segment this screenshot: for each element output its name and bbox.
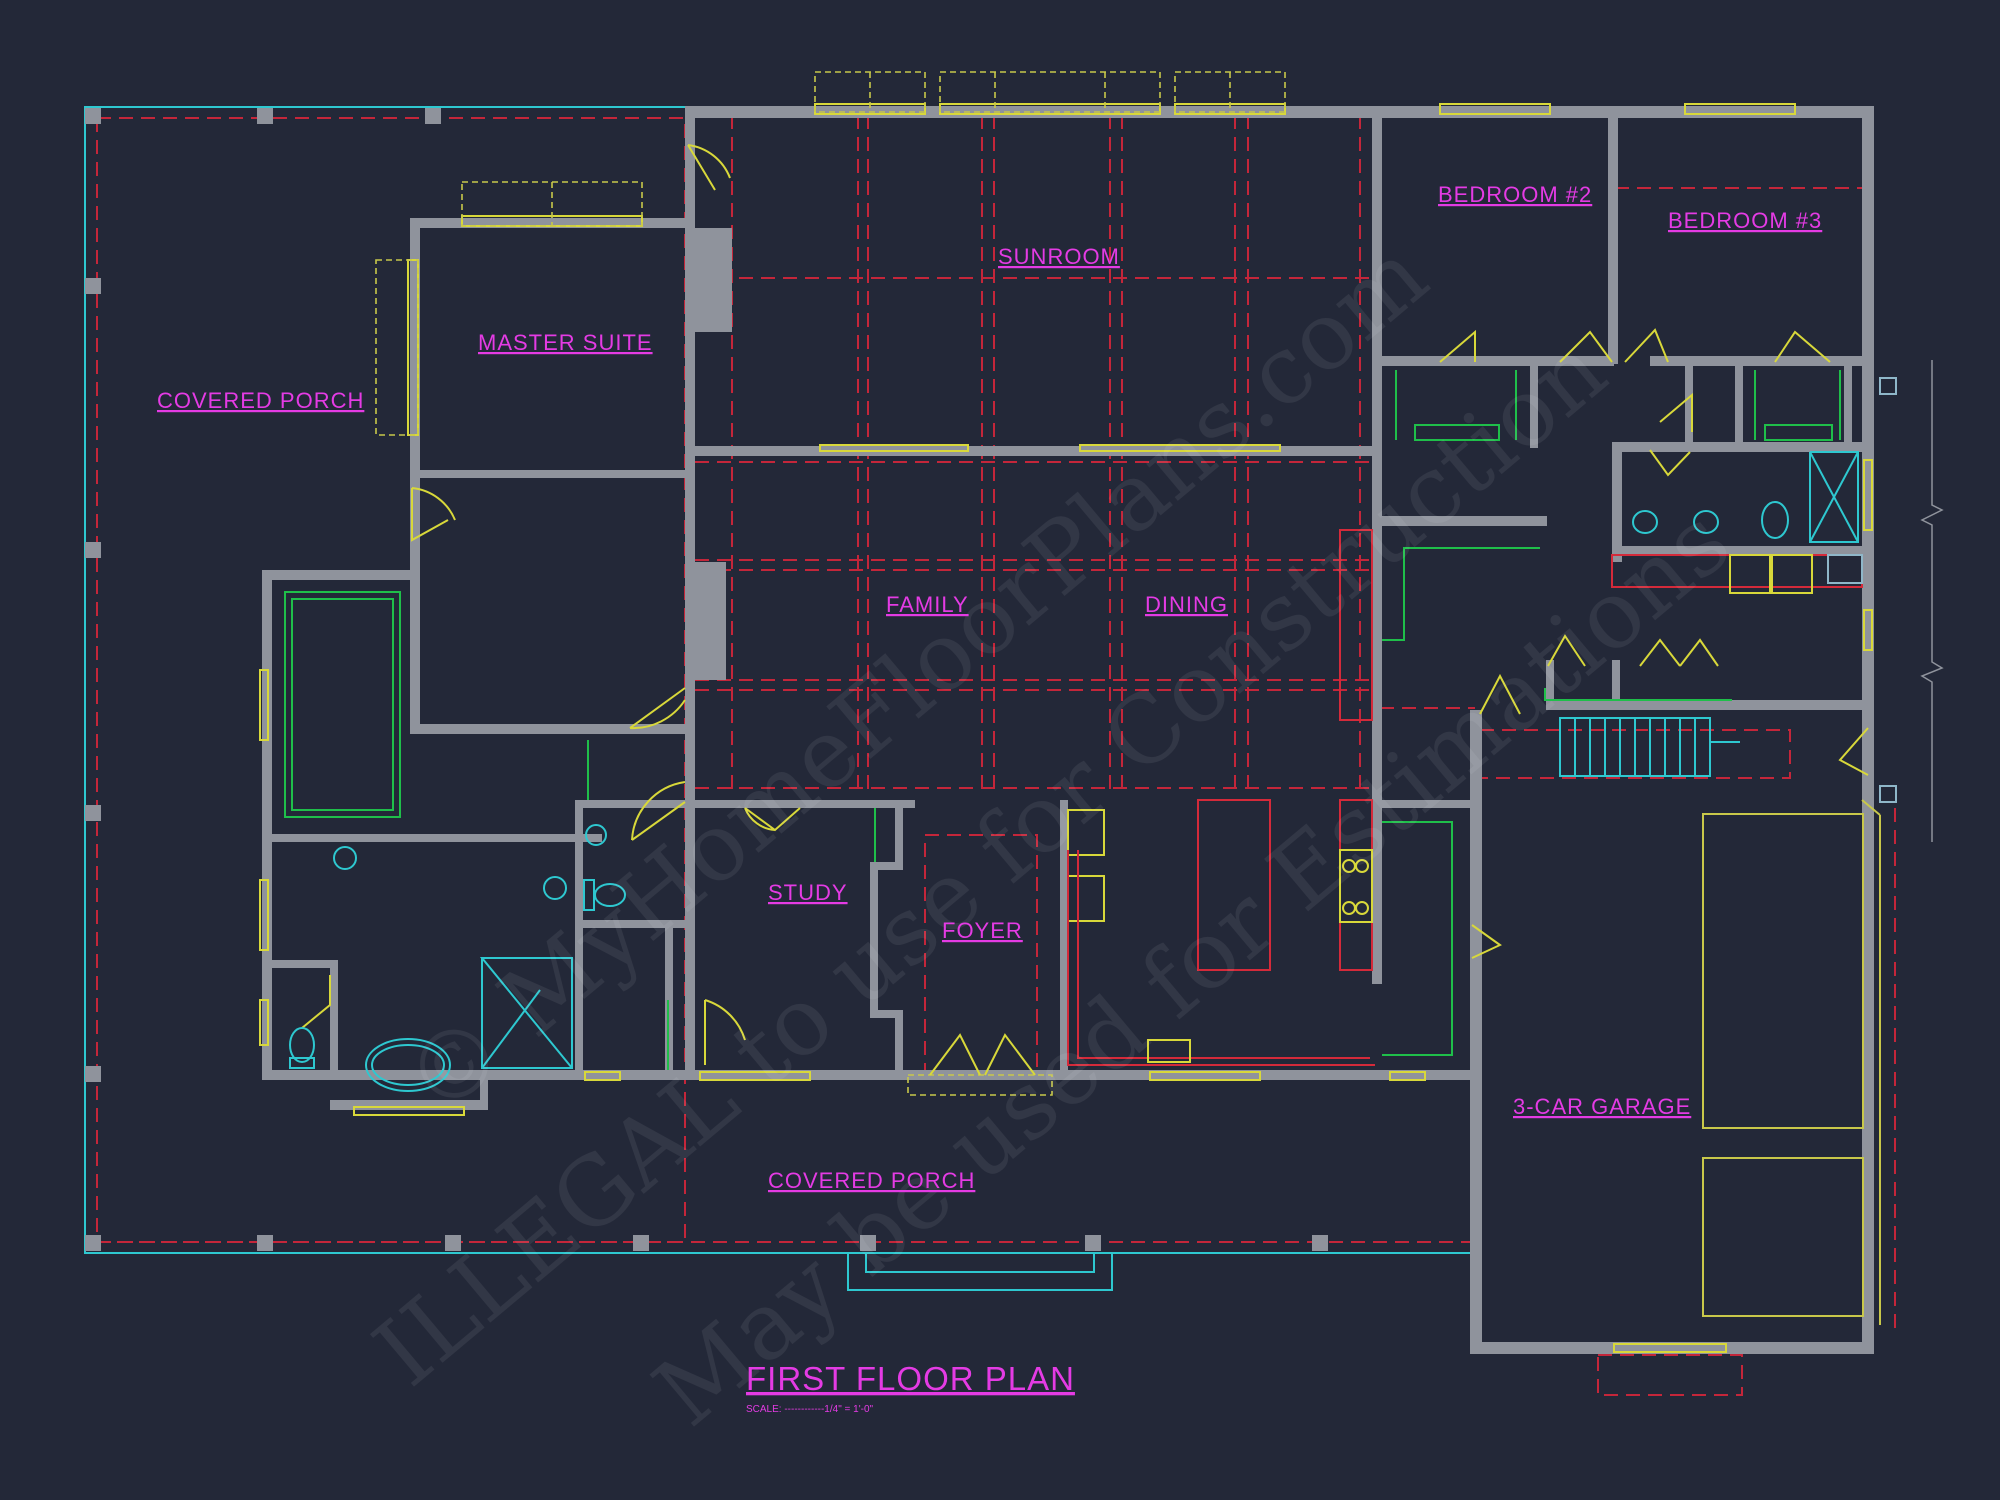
label-bedroom-2: BEDROOM #2 <box>1438 182 1592 207</box>
label-foyer: FOYER <box>942 918 1023 943</box>
label-bedroom-3: BEDROOM #3 <box>1668 208 1822 233</box>
plan-scale: SCALE: ------------1/4" = 1'-0" <box>746 1404 874 1415</box>
plan-title: FIRST FLOOR PLAN <box>746 1360 1075 1397</box>
kitchen <box>1067 529 1863 1066</box>
garage-bays <box>1702 799 1881 1325</box>
walls <box>262 106 1874 1354</box>
doors <box>301 144 1869 1076</box>
label-covered-porch-south: COVERED PORCH <box>768 1168 975 1193</box>
label-master-suite: MASTER SUITE <box>478 330 653 355</box>
stairs <box>1559 717 1740 777</box>
dimension-lines <box>1920 360 1944 842</box>
label-covered-porch-west: COVERED PORCH <box>157 388 364 413</box>
casework <box>284 370 1841 1070</box>
title-block: FIRST FLOOR PLAN SCALE: ------------1/4"… <box>746 1360 1075 1415</box>
label-garage: 3-CAR GARAGE <box>1513 1094 1691 1119</box>
label-family: FAMILY <box>886 592 969 617</box>
watermark-line-2: ILLEGAL to use for Construction <box>355 316 1627 1408</box>
room-labels: COVERED PORCH MASTER SUITE SUNROOM BEDRO… <box>157 182 1822 1193</box>
label-sunroom: SUNROOM <box>998 244 1120 269</box>
label-study: STUDY <box>768 880 848 905</box>
bath-fixtures <box>289 377 1897 1092</box>
porch-outline <box>84 106 1470 1291</box>
label-dining: DINING <box>1145 592 1228 617</box>
porch-posts <box>85 108 1328 1251</box>
